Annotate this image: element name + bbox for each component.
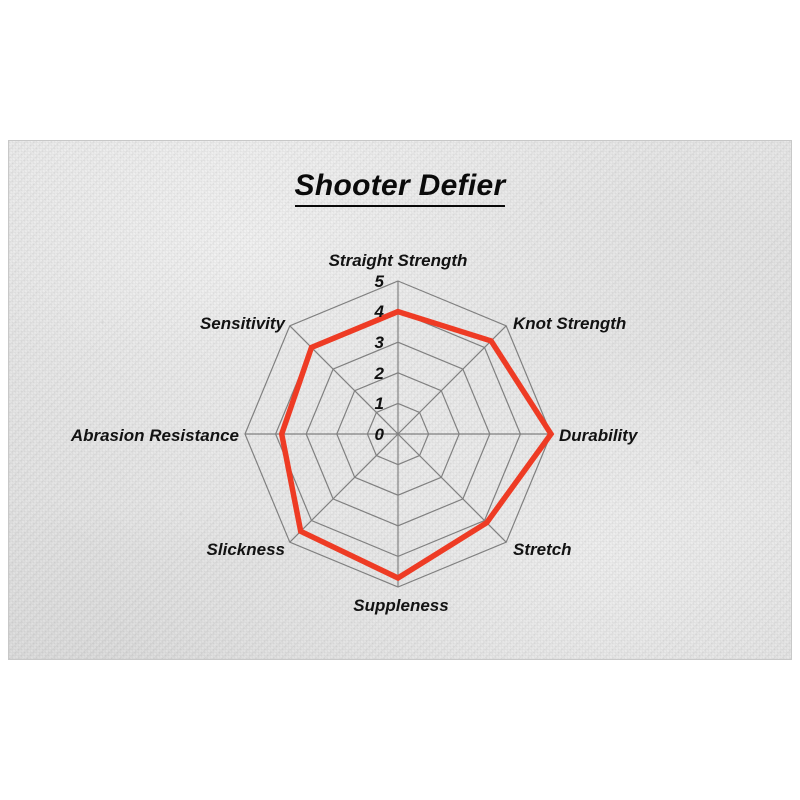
axis-label-sensitivity: Sensitivity: [200, 314, 287, 333]
axis-label-suppleness: Suppleness: [353, 596, 448, 615]
spoke-knot-strength: [397, 325, 507, 435]
chart-card: Shooter Defier: [8, 140, 792, 660]
axis-label-straight-strength: Straight Strength: [329, 251, 468, 270]
tick-label-4: 4: [374, 302, 385, 321]
radar-series-shooter-defier: [278, 308, 555, 582]
tick-label-0: 0: [375, 425, 385, 444]
axis-label-abrasion-resistance: Abrasion Resistance: [70, 426, 239, 445]
chart-title-text: Shooter Defier: [294, 169, 506, 207]
tick-label-3: 3: [375, 333, 385, 352]
axis-label-knot-strength: Knot Strength: [513, 314, 626, 333]
tick-label-5: 5: [375, 272, 385, 291]
radar-svg: 0 1 2 3 4 5 Straight Strength Knot Stren…: [70, 251, 639, 615]
radar-spokes: [245, 281, 551, 587]
spoke-sensitivity: [289, 325, 399, 435]
page-title: Shooter Defier: [9, 169, 791, 207]
tick-label-2: 2: [374, 364, 385, 383]
spoke-slickness: [289, 433, 399, 543]
tick-label-1: 1: [375, 394, 384, 413]
radar-chart: 0 1 2 3 4 5 Straight Strength Knot Stren…: [9, 141, 793, 661]
axis-label-durability: Durability: [559, 426, 639, 445]
axis-label-slickness: Slickness: [207, 540, 285, 559]
axis-label-stretch: Stretch: [513, 540, 572, 559]
